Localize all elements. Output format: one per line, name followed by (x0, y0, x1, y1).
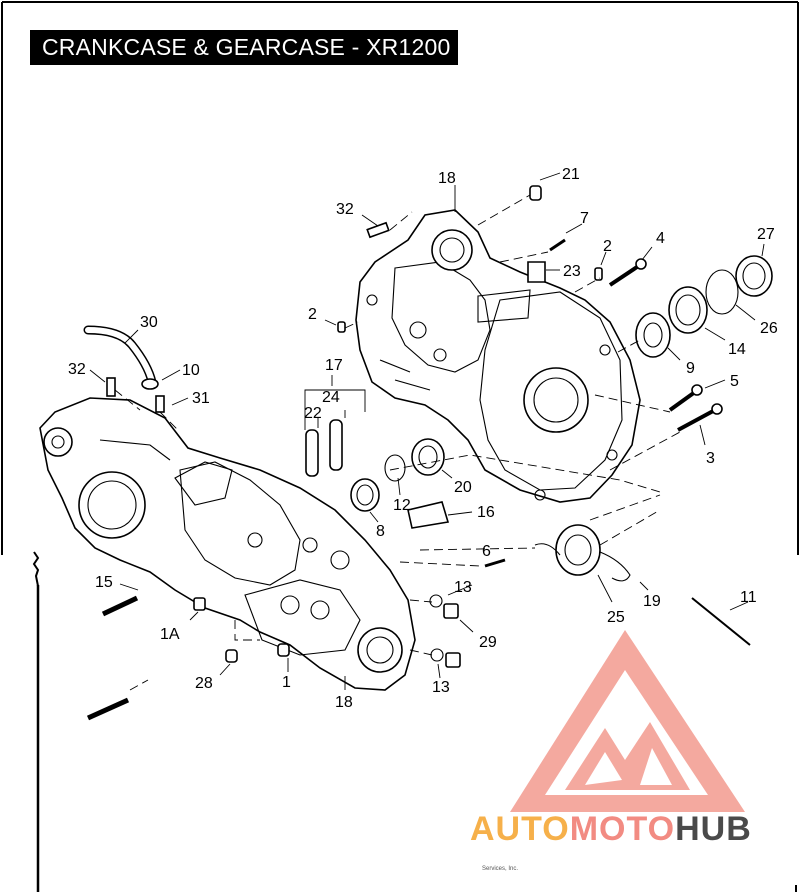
callout-label: 20 (454, 479, 472, 496)
callout-label: 31 (192, 390, 210, 407)
leader-lines (89, 172, 765, 691)
callout-label: 25 (607, 609, 625, 626)
diagram-title-text: CRANKCASE & GEARCASE - XR1200 (42, 34, 451, 60)
right-crankcase-half (355, 209, 641, 503)
callout-label: 8 (376, 523, 385, 540)
callout-label: 1A (160, 626, 180, 643)
wordmark-moto: MOTO (570, 810, 675, 848)
callout-label: 1 (282, 674, 291, 691)
callout-label: 14 (728, 341, 746, 358)
automotohub-wordmark: AUTOMOTOHUB (470, 810, 752, 848)
callout-label: 10 (182, 362, 200, 379)
callout-label: 13 (454, 579, 472, 596)
callout-label: 7 (580, 210, 589, 227)
left-crankcase-half (39, 397, 416, 691)
callout-label: 6 (482, 543, 491, 560)
callout-label: 19 (643, 593, 661, 610)
callout-label: 32 (336, 201, 354, 218)
callout-label: 24 (322, 389, 340, 406)
wordmark-hub: HUB (675, 810, 752, 848)
callout-label: 26 (760, 320, 778, 337)
svg-text:AUTOMOTOHUB: AUTOMOTOHUB (470, 810, 752, 848)
callout-label: 22 (304, 405, 322, 422)
callout-label: 12 (393, 497, 411, 514)
diagram-title: CRANKCASE & GEARCASE - XR1200 (30, 30, 458, 65)
callout-label: 15 (95, 574, 113, 591)
callout-label: 30 (140, 314, 158, 331)
callout-label: 27 (757, 226, 775, 243)
footer-credit: Services, Inc. (482, 866, 518, 872)
automotohub-logo (510, 630, 745, 812)
callout-label: 18 (438, 170, 456, 187)
callout-label: 23 (563, 263, 581, 280)
callout-label: 4 (656, 230, 665, 247)
callout-label: 17 (325, 357, 343, 374)
callout-label: 32 (68, 361, 86, 378)
callout-label: 5 (730, 373, 739, 390)
callout-label: 18 (335, 694, 353, 711)
callout-label: 29 (479, 634, 497, 651)
callout-label: 3 (706, 450, 715, 467)
callout-label: 2 (308, 306, 317, 323)
hardware-parts (83, 185, 773, 721)
callout-label: 13 (432, 679, 450, 696)
callout-labels: 21 18 32 7 2 4 27 23 2 30 26 14 9 5 32 1… (68, 166, 778, 711)
callout-label: 21 (562, 166, 580, 183)
callout-label: 28 (195, 675, 213, 692)
callout-label: 9 (686, 360, 695, 377)
callout-label: 2 (603, 238, 612, 255)
callout-label: 16 (477, 504, 495, 521)
wordmark-auto: AUTO (470, 810, 570, 848)
callout-label: 11 (740, 589, 757, 606)
